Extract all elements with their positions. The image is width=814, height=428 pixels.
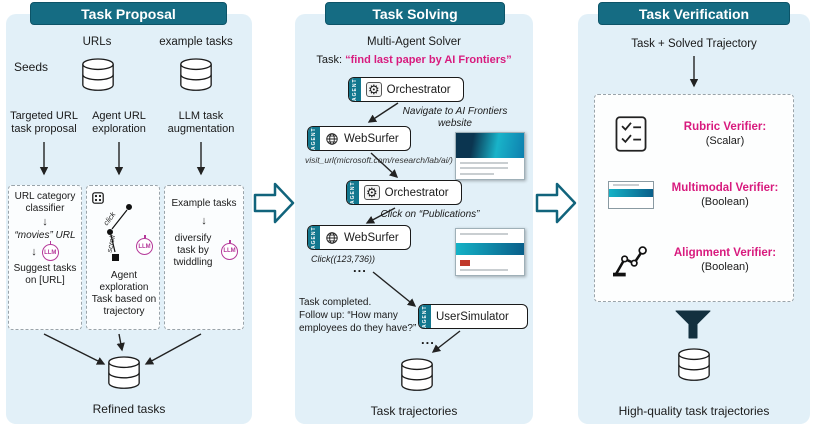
panel-task-proposal: Task Proposal Seeds URLs example tasks T… (6, 2, 252, 424)
alignment-verifier-row: Alignment Verifier: (Boolean) (605, 243, 783, 277)
ellipsis: ... (353, 260, 367, 275)
database-icon-urls (80, 54, 116, 105)
alignment-verifier-type: (Boolean) (701, 261, 749, 273)
screenshot-text-line (460, 172, 495, 175)
database-icon-high-quality (676, 344, 712, 395)
screenshot-banner (456, 242, 524, 255)
database-icon-example-tasks (178, 54, 214, 105)
screenshot-accent-block (460, 260, 470, 266)
globe-icon (325, 231, 339, 245)
database-icon-refined-tasks (106, 352, 142, 403)
gear-icon: ⚙ (364, 185, 380, 200)
high-quality-trajectories-label: High-quality task trajectories (618, 404, 770, 418)
task-verification-title: Task Verification (598, 2, 790, 25)
llm-augmentation-box: Example tasks ↓ diversify task by twiddl… (164, 185, 244, 330)
column-title-targeted-url: Targeted URL task proposal (10, 110, 78, 135)
screenshot-hero-image (456, 133, 524, 159)
click-coords-note: Click((123,736)) (311, 254, 376, 264)
suggest-tasks-label: Suggest tasks on [URL] (13, 263, 77, 286)
rubric-verifier-name: Rubric Verifier: (683, 121, 767, 133)
screenshot-text-line (460, 232, 508, 235)
flow-arrow-proposal-to-solving (253, 180, 295, 231)
example-tasks-inner-label: Example tasks (171, 198, 237, 209)
orchestrator-label: Orchestrator (386, 83, 451, 96)
database-icon-task-trajectories (399, 354, 435, 405)
websurfer-agent-box: AGENT WebSurfer (307, 225, 411, 250)
llm-icon: LLM (221, 239, 238, 260)
checklist-icon (605, 115, 657, 153)
multimodal-verifier-type: (Boolean) (701, 196, 749, 208)
llm-icon: LLM (136, 235, 153, 255)
click-publications-note: Click on “Publications” (380, 209, 480, 220)
ellipsis: ... (421, 332, 435, 347)
websurfer-label: WebSurfer (344, 132, 399, 145)
orchestrator-agent-box: AGENT ⚙ Orchestrator (346, 180, 462, 205)
usersimulator-agent-box: AGENT UserSimulator (418, 304, 528, 329)
task-proposal-title: Task Proposal (30, 2, 227, 25)
agent-tag: AGENT (308, 226, 320, 249)
agent-tag: AGENT (419, 305, 431, 328)
url-proposal-box: URL category classifier ↓ “movies” URL ↓… (8, 185, 82, 330)
seeds-label: Seeds (14, 60, 49, 74)
rubric-verifier-type: (Scalar) (705, 135, 745, 147)
alignment-verifier-name: Alignment Verifier: (673, 247, 777, 259)
orchestrator-label: Orchestrator (384, 186, 449, 199)
agent-exploration-box: click scroll LLM Agent exploration Task … (86, 185, 160, 330)
navigate-note: Navigate to AI Frontiers website (402, 106, 508, 129)
multimodal-verifier-row: Multimodal Verifier: (Boolean) (605, 181, 783, 209)
url-classifier-label: URL category classifier (14, 191, 76, 214)
funnel-icon (674, 310, 712, 345)
diversify-label: diversify task by twiddling (173, 233, 213, 268)
globe-icon (325, 132, 339, 146)
column-title-llm-augmentation: LLM task augmentation (167, 110, 235, 135)
rubric-verifier-row: Rubric Verifier: (Scalar) (605, 115, 783, 153)
screenshot-text-line (460, 268, 508, 271)
websurfer-label: WebSurfer (344, 231, 399, 244)
exploration-tree: click scroll (101, 204, 132, 261)
followup-text: Task completed. Follow up: “How many emp… (299, 296, 417, 335)
screenshot-text-line (460, 161, 508, 164)
task-completed-line: Task completed. (299, 297, 372, 308)
agent-exploration-label: Agent exploration (99, 270, 149, 293)
movies-url-label: “movies” URL (14, 230, 76, 241)
screenshot-text-line (460, 167, 508, 170)
webpage-screenshot-2 (455, 228, 525, 276)
task-value: “find last paper by AI Frontiers” (345, 54, 512, 66)
screenshot-icon (605, 181, 657, 209)
agent-tag: AGENT (308, 127, 320, 150)
websurfer-agent-box: AGENT WebSurfer (307, 126, 411, 151)
refined-tasks-label: Refined tasks (92, 402, 166, 416)
robot-arm-icon (605, 243, 657, 277)
scroll-edge-label: scroll (105, 234, 118, 253)
panel-task-solving: Task Solving Multi-Agent Solver Task: “f… (295, 2, 533, 424)
task-solving-title: Task Solving (325, 2, 505, 25)
down-arrow-icon: ↓ (31, 246, 37, 258)
panel-task-verification: Task Verification Task + Solved Trajecto… (578, 2, 810, 424)
task-label: Task: (316, 54, 346, 66)
followup-question-line: Follow up: “How many employees do they h… (299, 310, 417, 334)
multi-agent-solver-label: Multi-Agent Solver (367, 36, 461, 48)
example-tasks-label: example tasks (159, 36, 233, 48)
agent-tag: AGENT (349, 78, 361, 101)
agent-tag: AGENT (347, 181, 359, 204)
down-arrow-icon: ↓ (42, 216, 48, 228)
verifiers-box: Rubric Verifier: (Scalar) Multimodal Ver… (594, 94, 794, 302)
gear-icon: ⚙ (366, 82, 382, 97)
orchestrator-agent-box: AGENT ⚙ Orchestrator (348, 77, 464, 102)
webpage-screenshot-1 (455, 132, 525, 180)
down-arrow-icon: ↓ (201, 215, 207, 227)
usersimulator-label: UserSimulator (436, 310, 509, 323)
flow-arrow-solving-to-verification (535, 180, 577, 231)
task-solved-trajectory-label: Task + Solved Trajectory (631, 38, 757, 50)
column-title-agent-exploration: Agent URL exploration (92, 110, 146, 135)
dice-icon (92, 191, 104, 209)
task-trajectories-label: Task trajectories (370, 404, 458, 418)
task-trajectory-label: Task based on trajectory (91, 294, 157, 317)
task-line: Task: “find last paper by AI Frontiers” (295, 54, 533, 66)
urls-label: URLs (82, 36, 112, 48)
multimodal-verifier-name: Multimodal Verifier: (671, 182, 779, 194)
visit-url-note: visit_url(microsoft.com/research/lab/ai/… (305, 155, 453, 165)
llm-icon: LLM (41, 241, 59, 261)
